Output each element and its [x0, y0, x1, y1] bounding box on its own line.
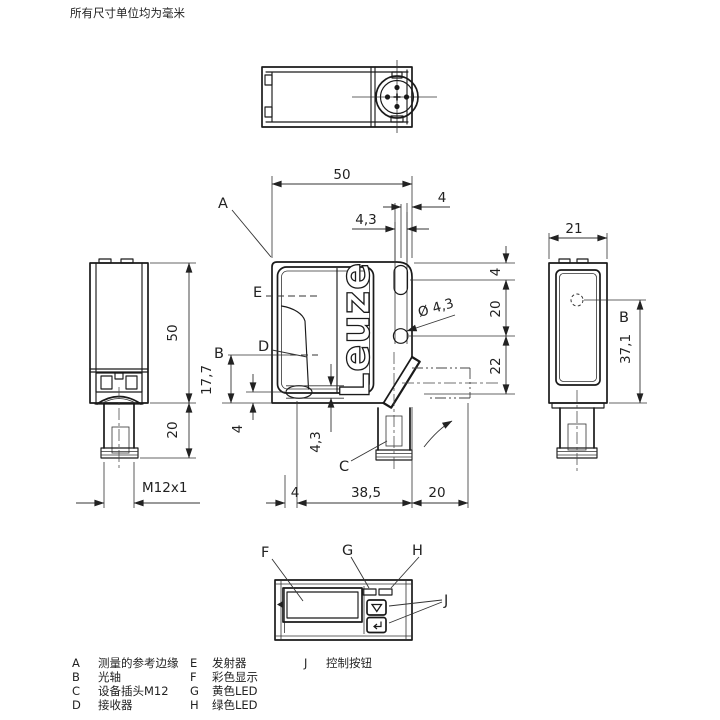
- display-window: [286, 591, 359, 619]
- enter-button: [366, 616, 387, 634]
- enter-arrow-icon: [373, 621, 382, 630]
- legend-key: H: [190, 698, 199, 712]
- legend-text: 光轴: [98, 670, 121, 684]
- legend-key: C: [72, 684, 80, 698]
- legend-key: G: [190, 684, 199, 698]
- mounting-hole-bottom: [392, 328, 409, 344]
- mounting-slot-left: [285, 385, 313, 399]
- legend-key: J: [303, 656, 307, 670]
- mounting-slot-top: [393, 264, 409, 296]
- color-display: [282, 587, 363, 623]
- dim-chain-top: 4: [488, 268, 504, 277]
- label-d: D: [258, 339, 269, 355]
- label-c: C: [339, 459, 349, 475]
- dim-bottom-mid: 38,5: [351, 485, 381, 501]
- label-b-side: B: [619, 310, 629, 326]
- label-a: A: [218, 196, 228, 212]
- legend-key: F: [190, 670, 197, 684]
- label-b-front: B: [214, 346, 224, 362]
- dim-slot-height: 4,3: [308, 431, 324, 452]
- optics-divider: [280, 305, 310, 390]
- legend-key: B: [72, 670, 80, 684]
- m12-connector-side-icon: [551, 390, 605, 471]
- dim-bottom-right: 20: [428, 485, 445, 501]
- legend-text: 设备插头M12: [98, 684, 169, 698]
- connector-rotated-phantom: [402, 367, 500, 448]
- display-marker-icon: [277, 601, 283, 608]
- legend-text: 黄色LED: [212, 684, 258, 698]
- legend-key: D: [72, 698, 81, 712]
- legend-text: 发射器: [212, 656, 247, 670]
- label-e: E: [253, 285, 262, 301]
- left-side-view: 50 20 M12x1: [76, 258, 200, 508]
- m12-connector-front-icon: [375, 352, 421, 472]
- legend-text: 控制按钮: [326, 656, 372, 670]
- label-h: H: [412, 543, 423, 559]
- yellow-led: [362, 588, 377, 596]
- m12-connector-left-icon: [94, 387, 144, 471]
- down-arrow-icon: [370, 603, 383, 613]
- display-view: F G H J: [261, 543, 448, 641]
- dim-chain-mid: 20: [488, 300, 504, 317]
- label-j: J: [443, 593, 448, 609]
- m12-connector-top-icon: [352, 60, 437, 133]
- dim-left-height: 50: [165, 324, 181, 341]
- legend-text: 测量的参考边缘: [98, 656, 179, 670]
- label-g: G: [342, 543, 353, 559]
- optical-axis-mark: [570, 293, 584, 307]
- dim-side-width: 21: [565, 221, 582, 237]
- legend-text: 绿色LED: [212, 698, 258, 712]
- dim-hole-bottom-offset: 4: [230, 425, 246, 434]
- label-f: F: [261, 545, 269, 561]
- dim-slot-width: 4,3: [355, 212, 376, 228]
- down-button: [366, 599, 387, 616]
- dim-thread: M12x1: [142, 480, 187, 496]
- rotation-arrow-icon: [423, 420, 453, 448]
- legend-key: E: [190, 656, 197, 670]
- units-note: 所有尺寸单位均为毫米: [70, 6, 185, 20]
- dim-bottom-left: 4: [291, 485, 300, 501]
- legend-text: 彩色显示: [212, 670, 258, 684]
- dim-axis-height: 17,7: [199, 365, 215, 395]
- top-view: [261, 60, 437, 133]
- legend: A 测量的参考边缘 B 光轴 C 设备插头M12 D 接收器 E 发射器 F 彩…: [72, 656, 372, 712]
- legend-text: 接收器: [98, 698, 133, 712]
- dim-side-axis: 37,1: [618, 334, 634, 364]
- brand-logo: Leuze: [333, 262, 379, 399]
- green-led: [378, 588, 393, 596]
- dim-front-width: 50: [333, 167, 350, 183]
- dim-slot-offset: 4: [438, 190, 447, 206]
- dim-left-connector: 20: [165, 421, 181, 438]
- dim-chain-bottom: 22: [488, 357, 504, 374]
- front-view: Leuze A 50: [199, 167, 515, 508]
- legend-key: A: [72, 656, 80, 670]
- right-side-view: 21 37,1 B: [548, 221, 647, 471]
